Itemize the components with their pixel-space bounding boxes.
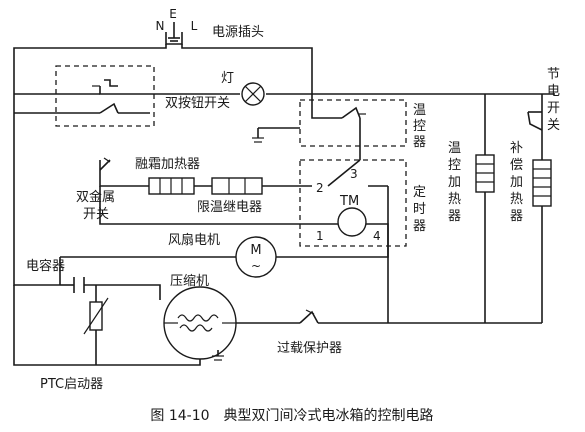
thermo-heater-5: 器 [448, 209, 461, 224]
timer-label-2: 时 [413, 202, 426, 217]
overload-protector: 过载保护器 [277, 309, 342, 356]
lamp-label: 灯 [221, 71, 234, 86]
compensation-heater-4: 热 [510, 192, 523, 207]
timer-terminal-1: 1 [316, 229, 324, 243]
plug-e-label: E [169, 7, 177, 21]
capacitor-label: 电容器 [26, 258, 65, 274]
thermo-heater-1: 温 [448, 141, 461, 156]
energy-saving-switch-3: 开 [547, 101, 560, 116]
ptc-starter: PTC启动器 [40, 297, 109, 392]
timer-label-3: 器 [413, 219, 426, 234]
ptc-starter-label: PTC启动器 [40, 377, 103, 392]
dual-button-switch-label: 双按钮开关 [165, 96, 230, 111]
thermo-heater-4: 热 [448, 192, 461, 207]
thermo-heater: 温 控 加 热 器 [448, 141, 495, 224]
thermostat-label-3: 器 [413, 135, 426, 150]
plug-n-label: N [156, 19, 165, 33]
thermostat-label-2: 控 [413, 119, 426, 134]
fan-motor-label: 风扇电机 [168, 232, 220, 248]
dual-button-switch: 双按钮开关 [55, 65, 230, 127]
timer-label-1: 定 [413, 185, 426, 200]
power-plug: E N L 电源插头 [156, 7, 264, 45]
defrost-heater: 融霜加热器 [135, 157, 200, 195]
energy-saving-switch-1: 节 [547, 67, 560, 82]
lamp: 灯 [221, 71, 265, 106]
energy-saving-switch-2: 电 [547, 84, 560, 99]
compressor: 压缩机 [163, 273, 237, 361]
temp-limit-relay-label: 限温继电器 [197, 200, 262, 215]
bimetal-switch-line2: 开关 [83, 207, 109, 222]
thermo-heater-3: 加 [448, 175, 461, 190]
fan-motor-symbol: M [250, 243, 261, 258]
timer-terminal-4: 4 [373, 229, 381, 243]
overload-protector-label: 过载保护器 [277, 341, 342, 356]
compensation-heater-1: 补 [510, 141, 523, 156]
temp-limit-relay: 限温继电器 [197, 177, 263, 215]
timer-terminal-3: 3 [350, 167, 358, 181]
figure-caption: 图 14-10 典型双门间冷式电冰箱的控制电路 [150, 408, 433, 424]
energy-saving-switch: 节 电 开 关 [527, 67, 560, 133]
timer: 2 3 1 4 TM 定 时 器 [299, 159, 426, 247]
compensation-heater-2: 偿 [510, 158, 523, 173]
bimetal-switch: 双金属 开关 [76, 157, 115, 222]
plug-l-label: L [191, 19, 198, 33]
thermostat: 温 控 器 [252, 99, 426, 150]
fan-motor-tilde: ~ [251, 259, 261, 273]
thermostat-label-1: 温 [413, 103, 426, 118]
capacitor: 电容器 [26, 258, 85, 293]
compensation-heater-3: 加 [510, 175, 523, 190]
fan-motor: M ~ 风扇电机 [168, 232, 277, 278]
defrost-heater-label: 融霜加热器 [135, 157, 200, 172]
energy-saving-switch-4: 关 [547, 118, 560, 133]
timer-motor-label: TM [339, 194, 359, 209]
compensation-heater: 补 偿 加 热 器 [510, 141, 552, 224]
compressor-label: 压缩机 [170, 273, 209, 289]
thermo-heater-2: 控 [448, 158, 461, 173]
plug-label: 电源插头 [212, 25, 264, 40]
timer-terminal-2: 2 [316, 181, 324, 195]
bimetal-switch-line1: 双金属 [76, 189, 115, 205]
compensation-heater-5: 器 [510, 209, 523, 224]
